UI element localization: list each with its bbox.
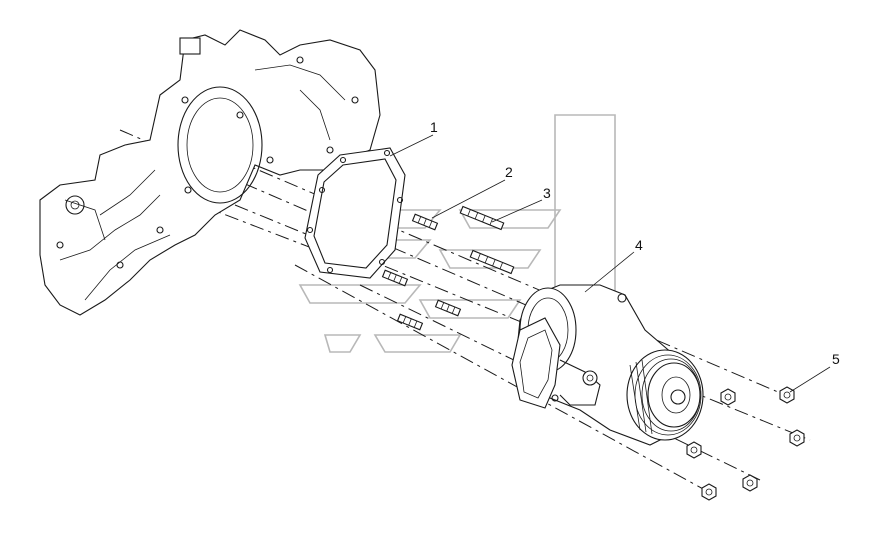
gasket	[304, 147, 406, 279]
callout-4: 4	[635, 237, 643, 253]
water-pump	[511, 284, 704, 446]
callout-leaders	[389, 134, 831, 393]
short-studs	[381, 213, 462, 331]
callout-3: 3	[543, 185, 551, 201]
engine-front-housing	[39, 29, 381, 316]
nuts	[686, 386, 805, 501]
long-studs	[459, 205, 515, 275]
callout-labels: 1 2 3 4 5	[430, 119, 840, 367]
callout-1: 1	[430, 119, 438, 135]
callout-5: 5	[832, 351, 840, 367]
callout-2: 2	[505, 164, 513, 180]
